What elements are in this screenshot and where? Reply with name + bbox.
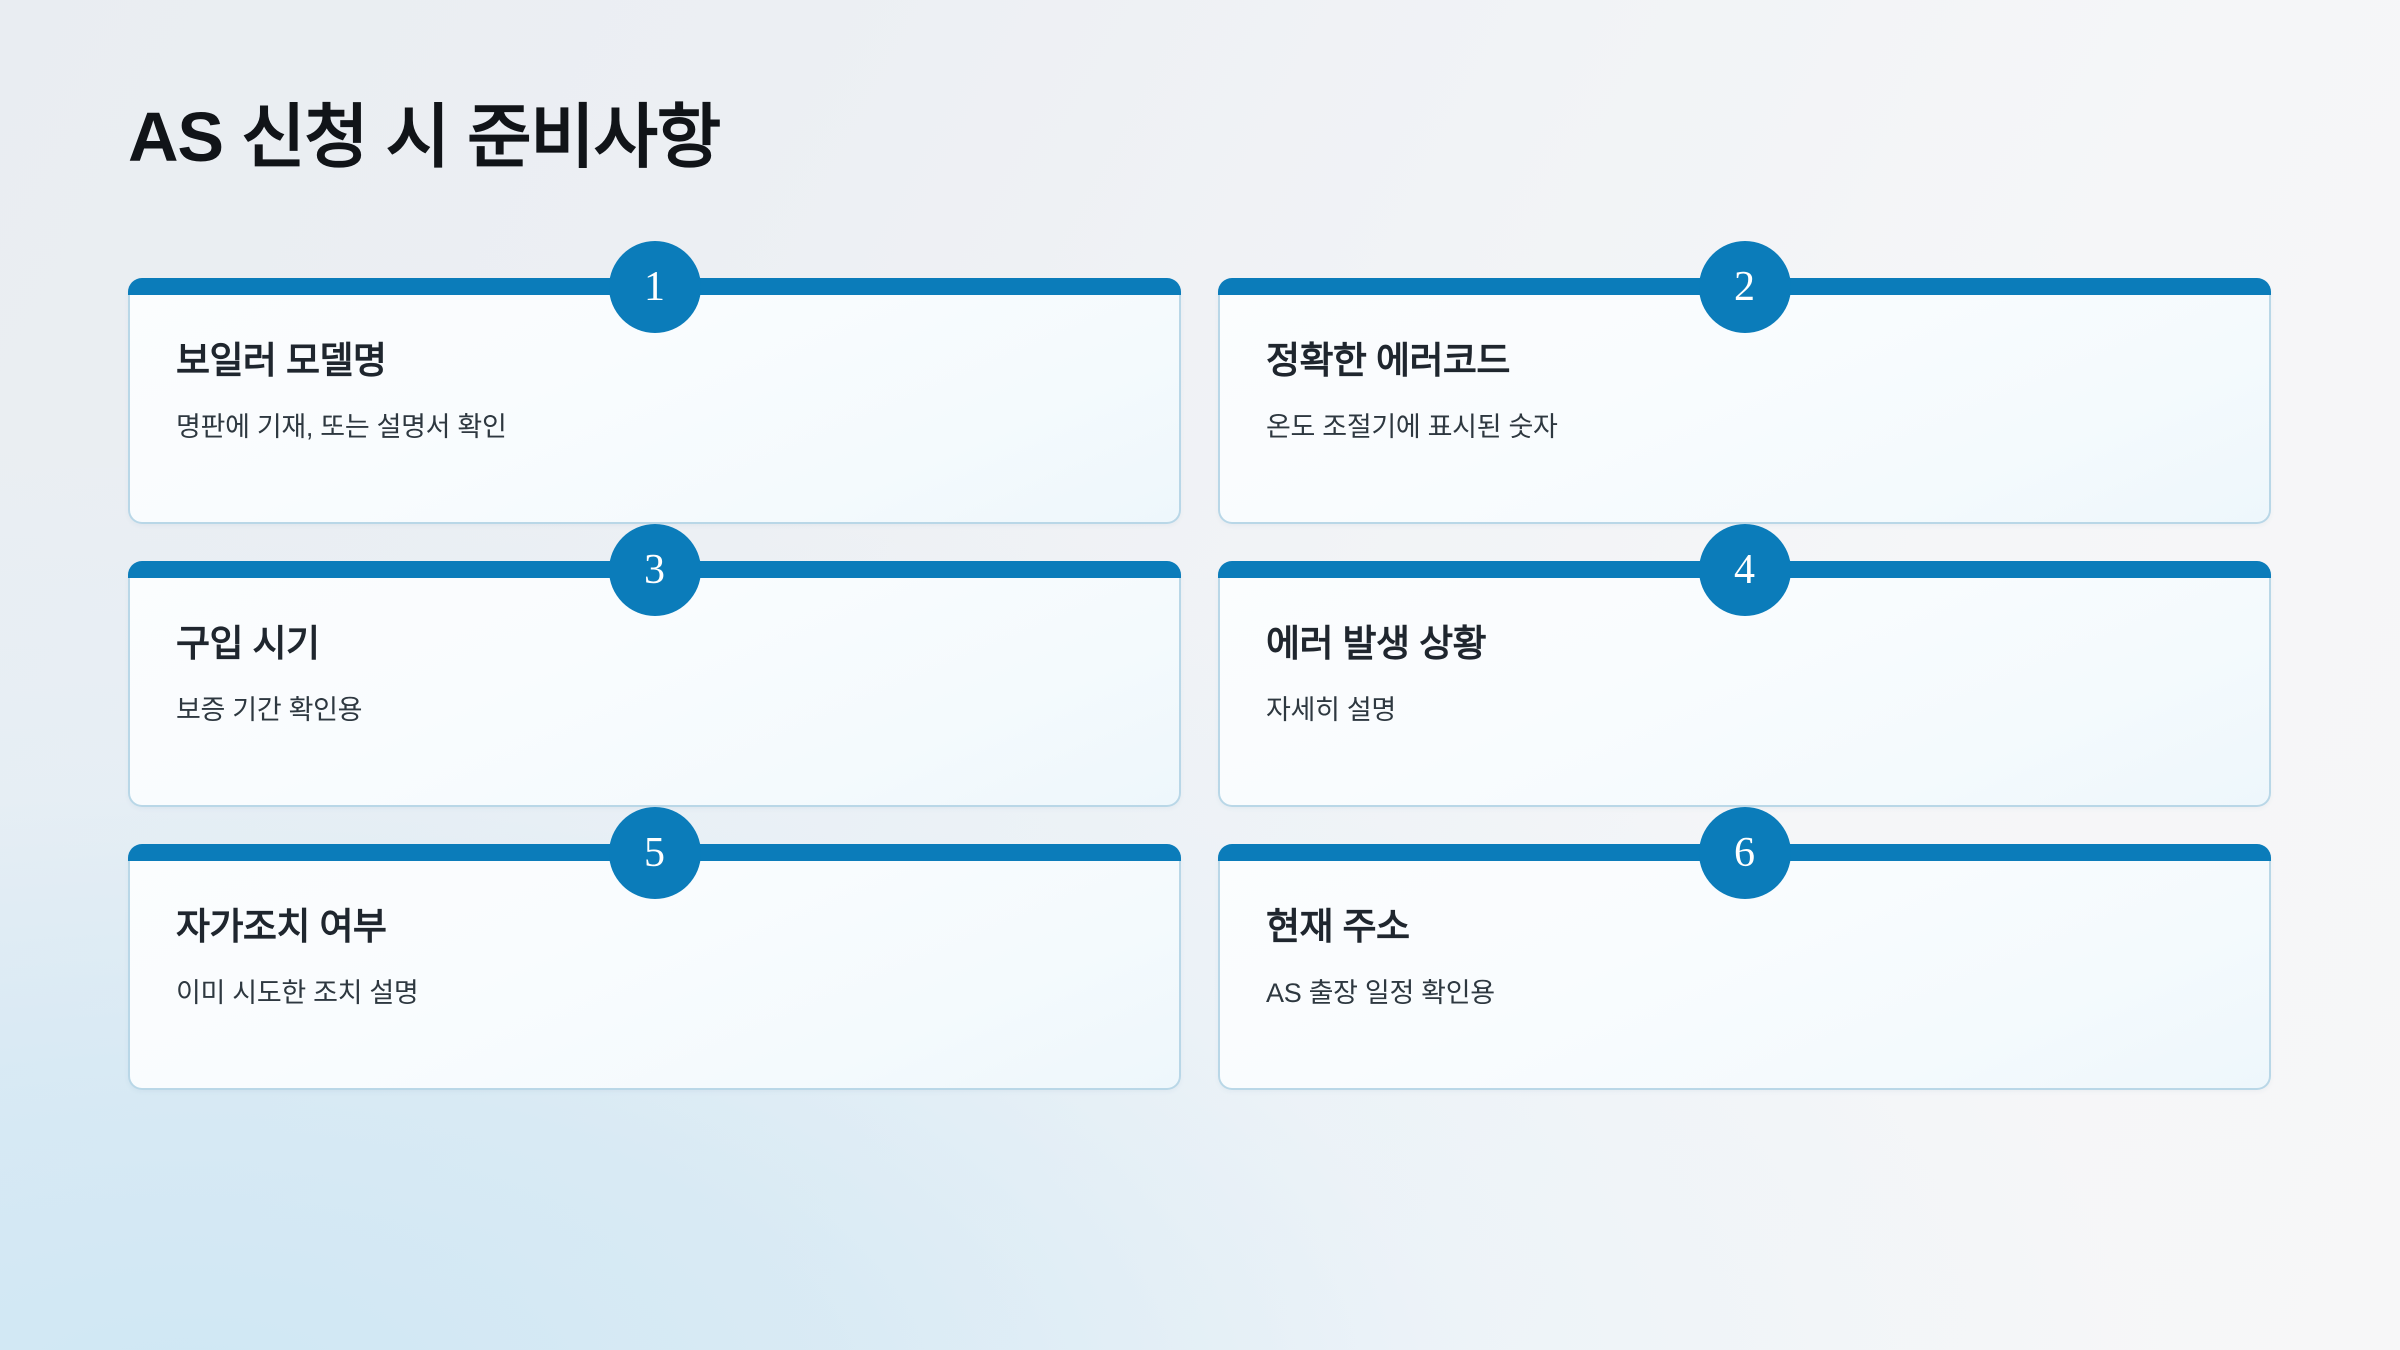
card-description: 이미 시도한 조치 설명 bbox=[176, 978, 419, 1009]
card-body: 자가조치 여부 이미 시도한 조치 설명 bbox=[130, 846, 1179, 1012]
card-2[interactable]: 2 정확한 에러코드 온도 조절기에 표시된 숫자 bbox=[1218, 241, 2271, 524]
card-body: 보일러 모델명 명판에 기재, 또는 설명서 확인 bbox=[130, 280, 1179, 446]
card-description: AS 출장 일정 확인용 bbox=[1266, 978, 1495, 1009]
card-grid: 1 보일러 모델명 명판에 기재, 또는 설명서 확인 2 정확한 에러코드 온… bbox=[128, 241, 2271, 1090]
page-title: AS 신청 시 준비사항 bbox=[128, 98, 721, 176]
card-title: 자가조치 여부 bbox=[176, 906, 387, 947]
card-body: 에러 발생 상황 자세히 설명 bbox=[1220, 563, 2269, 729]
card-6[interactable]: 6 현재 주소 AS 출장 일정 확인용 bbox=[1218, 807, 2271, 1090]
card-title: 구입 시기 bbox=[176, 623, 320, 664]
card-description: 명판에 기재, 또는 설명서 확인 bbox=[176, 412, 507, 443]
card-number-badge: 2 bbox=[1698, 241, 1791, 333]
card-1[interactable]: 1 보일러 모델명 명판에 기재, 또는 설명서 확인 bbox=[128, 241, 1181, 524]
card-title: 보일러 모델명 bbox=[176, 340, 387, 381]
card-number-badge: 4 bbox=[1698, 524, 1791, 616]
card-number-badge: 6 bbox=[1698, 807, 1791, 899]
card-description: 자세히 설명 bbox=[1266, 695, 1396, 726]
card-body: 현재 주소 AS 출장 일정 확인용 bbox=[1220, 846, 2269, 1012]
card-number-badge: 3 bbox=[608, 524, 701, 616]
card-title: 에러 발생 상황 bbox=[1266, 623, 1487, 664]
card-body: 구입 시기 보증 기간 확인용 bbox=[130, 563, 1179, 729]
card-4[interactable]: 4 에러 발생 상황 자세히 설명 bbox=[1218, 524, 2271, 807]
card-title: 정확한 에러코드 bbox=[1266, 340, 1510, 381]
card-number-badge: 1 bbox=[608, 241, 701, 333]
card-3[interactable]: 3 구입 시기 보증 기간 확인용 bbox=[128, 524, 1181, 807]
card-description: 보증 기간 확인용 bbox=[176, 695, 363, 726]
card-5[interactable]: 5 자가조치 여부 이미 시도한 조치 설명 bbox=[128, 807, 1181, 1090]
card-title: 현재 주소 bbox=[1266, 906, 1410, 947]
card-body: 정확한 에러코드 온도 조절기에 표시된 숫자 bbox=[1220, 280, 2269, 446]
title-block: AS 신청 시 준비사항 bbox=[128, 96, 1728, 179]
card-description: 온도 조절기에 표시된 숫자 bbox=[1266, 412, 1558, 443]
card-number-badge: 5 bbox=[608, 807, 701, 899]
